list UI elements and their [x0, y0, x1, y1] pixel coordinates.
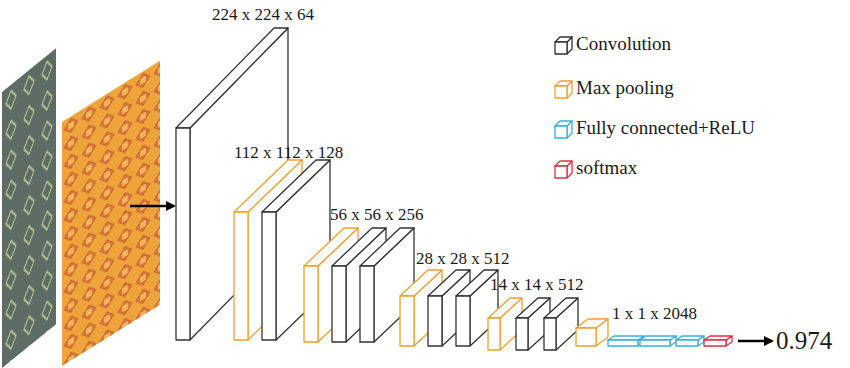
dimension-label: 28 x 28 x 512	[416, 250, 510, 267]
legend-swatch	[553, 79, 575, 101]
fc-block	[676, 336, 704, 346]
output-score: 0.974	[776, 328, 832, 353]
dimension-label: 224 x 224 x 64	[212, 6, 314, 23]
softmax-block	[704, 336, 732, 346]
dimension-label: 1 x 1 x 2048	[612, 305, 697, 322]
fc-block	[608, 336, 644, 346]
legend-text: Fully connected+ReLU	[576, 118, 755, 137]
dimension-label: 14 x 14 x 512	[490, 276, 584, 293]
input-arrow	[130, 205, 174, 208]
legend-swatch	[553, 159, 575, 181]
legend-swatch	[553, 35, 575, 57]
legend-cube	[555, 37, 572, 54]
legend-text: Convolution	[576, 34, 671, 53]
legend-text: softmax	[576, 158, 637, 177]
input-image-back	[2, 48, 56, 368]
pool-block	[576, 319, 608, 346]
legend-cube	[555, 161, 572, 178]
fc-block	[640, 336, 676, 346]
output-arrow	[738, 340, 772, 343]
legend-cube	[555, 81, 572, 98]
dimension-label: 56 x 56 x 256	[330, 206, 424, 223]
pool-block	[400, 270, 442, 346]
legend-text: Max pooling	[576, 78, 674, 97]
dimension-label: 112 x 112 x 128	[234, 144, 343, 161]
conv-block	[544, 298, 578, 350]
input-image-front	[62, 61, 160, 366]
legend-swatch	[553, 119, 575, 141]
legend-cube	[555, 121, 572, 138]
layer-blocks	[176, 28, 732, 350]
conv-block	[428, 270, 470, 346]
